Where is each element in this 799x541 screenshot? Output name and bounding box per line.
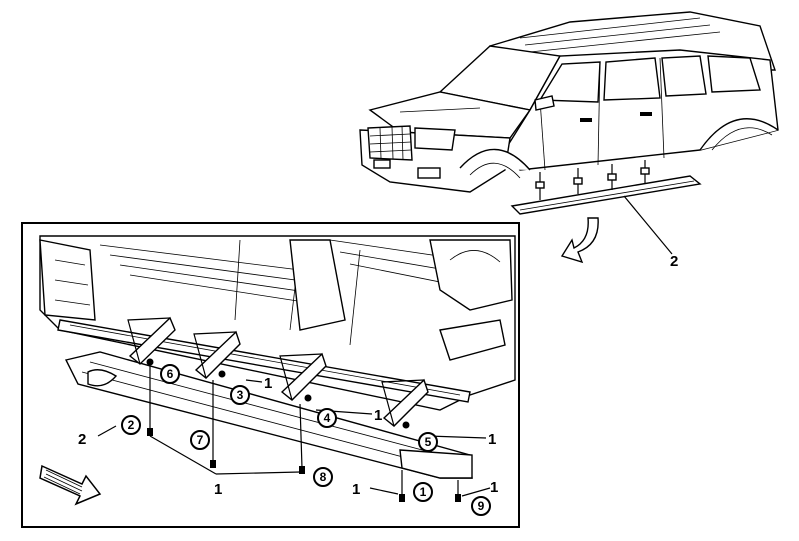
leader-line-vehicle [623,195,673,255]
svg-text:9: 9 [478,499,485,513]
step-marker-1: 1 [413,482,433,502]
callout-1-b: 1 [374,407,382,424]
front-direction-arrow [39,464,102,506]
svg-text:6: 6 [167,367,174,381]
callout-1-e: 1 [352,481,360,498]
detail-frame [21,222,520,528]
step-marker-7: 7 [190,430,210,450]
step-marker-3: 3 [230,385,250,405]
step-marker-2: 2 [121,415,141,435]
svg-text:5: 5 [425,435,432,449]
svg-text:7: 7 [197,433,204,447]
callout-1-a: 1 [264,375,272,392]
fasteners [146,358,461,502]
step-marker-4: 4 [317,408,337,428]
svg-text:1: 1 [420,485,427,499]
step-marker-6: 6 [160,364,180,384]
callout-1-c: 1 [488,431,496,448]
svg-text:3: 3 [237,388,244,402]
callout-panel-2: 2 [78,431,86,448]
view-arrow [560,217,599,264]
callout-vehicle-2: 2 [670,253,678,270]
svg-text:2: 2 [128,418,135,432]
suv-illustration [359,11,779,215]
step-marker-5: 5 [418,432,438,452]
callout-1-d: 1 [214,481,222,498]
step-marker-8: 8 [313,467,333,487]
step-marker-9: 9 [471,496,491,516]
svg-text:8: 8 [320,470,327,484]
svg-text:4: 4 [324,411,331,425]
mounting-brackets [127,316,429,427]
callout-1-f: 1 [490,479,498,496]
